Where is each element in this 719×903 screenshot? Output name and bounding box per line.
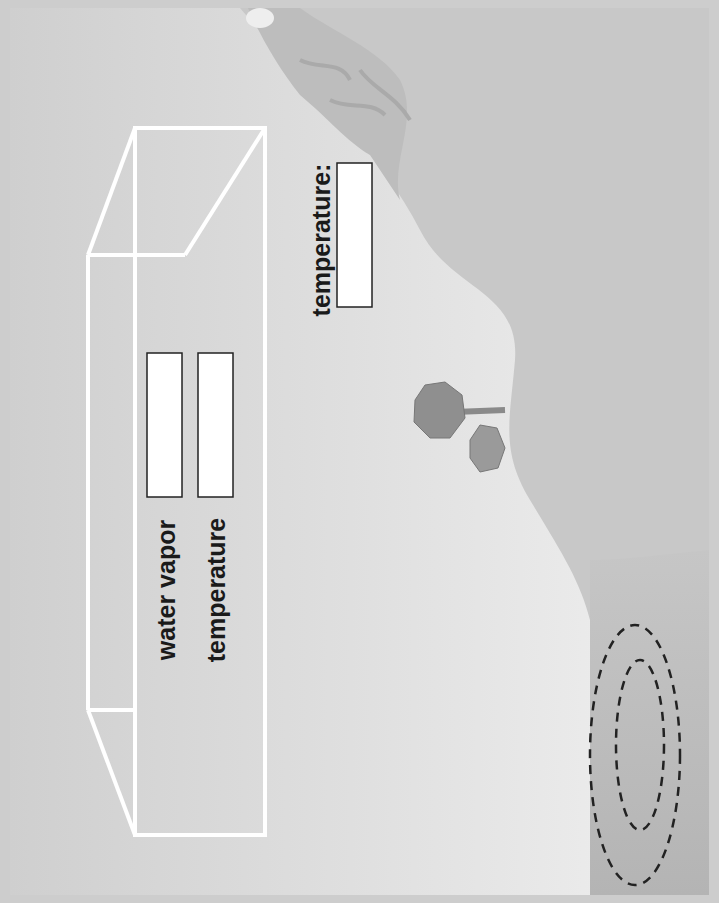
snow-cap (246, 8, 274, 28)
storm-outer (590, 625, 680, 885)
tree-crown (470, 425, 505, 472)
land (240, 8, 709, 895)
storm-inner (616, 660, 664, 830)
ocean (590, 550, 709, 895)
air-box-outline (88, 128, 265, 835)
field-label: temperature (204, 518, 229, 663)
tree-crown (414, 382, 465, 438)
sky (10, 8, 709, 895)
field-label: water vapor (154, 520, 179, 660)
air-mass-box: water vapor temperature (88, 128, 265, 835)
rivers (300, 60, 410, 120)
field-label: temperature: (309, 164, 334, 317)
answer-blank (147, 163, 372, 497)
